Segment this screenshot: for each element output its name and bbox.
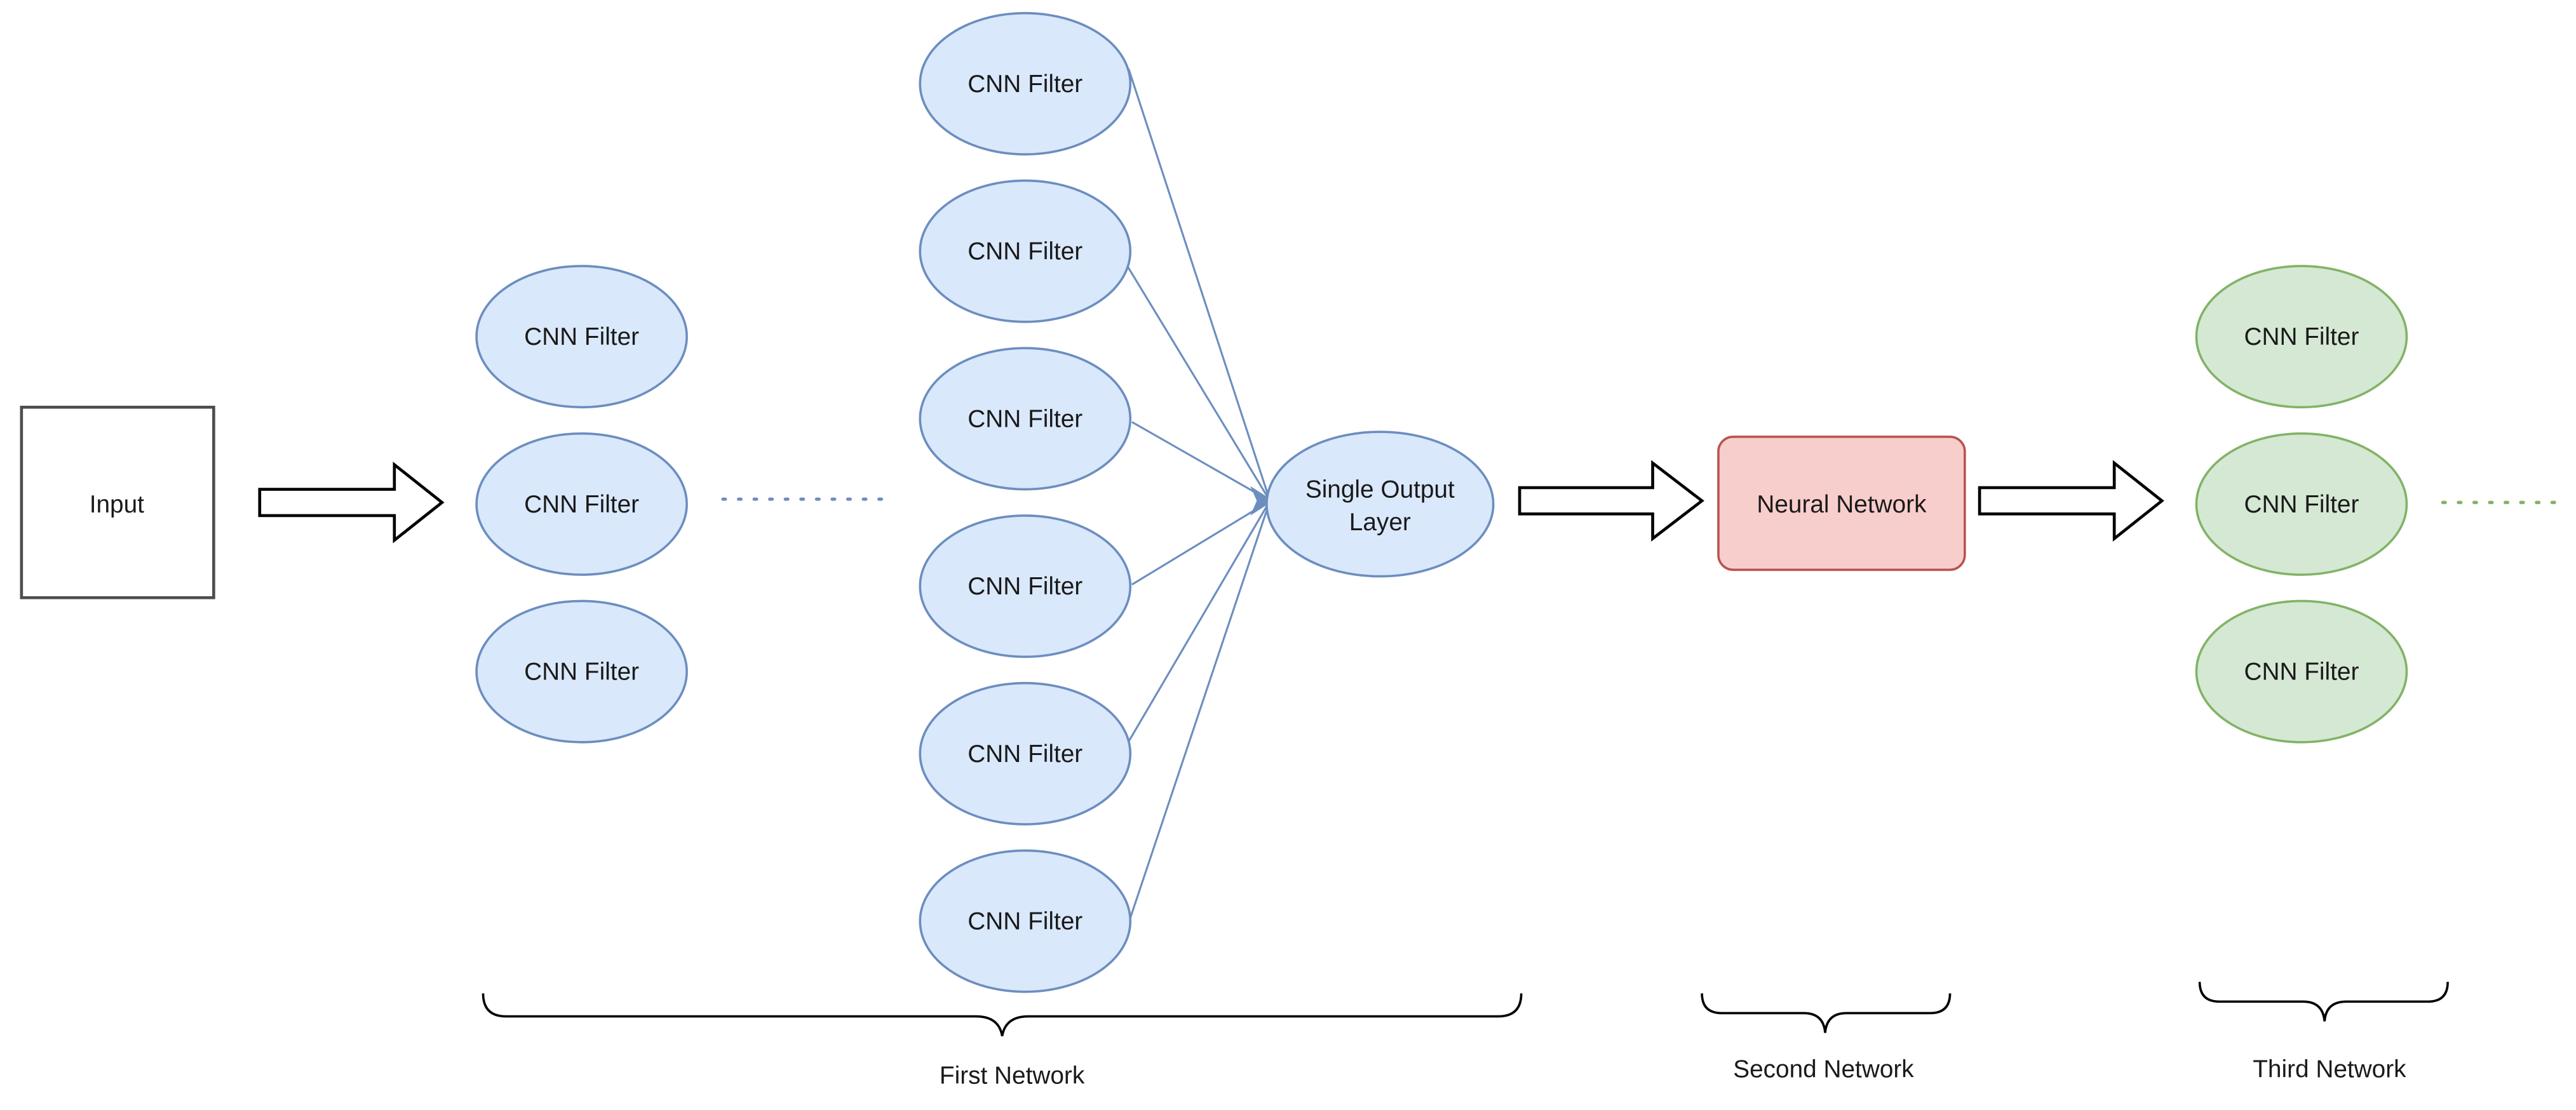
first-network-label: First Network <box>940 1062 1085 1090</box>
output-layer-label-line2: Layer <box>1349 509 1411 536</box>
connector-line <box>1124 262 1271 502</box>
cnn-filter-label: CNN Filter <box>524 659 639 686</box>
neural-network-node: Neural Network <box>1717 436 1966 572</box>
cnn-filter-node <box>2195 599 2408 744</box>
connector-lines <box>1124 69 1271 923</box>
cnn-filter-label: CNN Filter <box>968 740 1082 768</box>
cnn-filter-node <box>2195 265 2408 409</box>
input-label: Input <box>90 491 144 518</box>
single-output-layer-node: Single Output Layer <box>1265 431 1495 578</box>
neural-network-label: Neural Network <box>1757 491 1927 518</box>
cnn-filter-node <box>475 432 688 576</box>
cnn-filter-node <box>475 599 688 744</box>
third-network-label: Third Network <box>2253 1055 2406 1083</box>
first-network-column-b: CNN Filter CNN Filter CNN Filter CNN Fil… <box>919 11 1132 993</box>
second-network-label: Second Network <box>1733 1055 1914 1083</box>
cnn-filter-node <box>475 265 688 409</box>
second-network-brace <box>1701 993 1952 1033</box>
output-layer-ellipse <box>1265 431 1495 578</box>
third-network-column: CNN Filter CNN Filter CNN Filter <box>2195 265 2408 744</box>
connector-line <box>1131 421 1271 502</box>
first-network-column-a: CNN Filter CNN Filter CNN Filter <box>475 265 688 744</box>
cnn-filter-label: CNN Filter <box>968 573 1082 600</box>
first-network-brace <box>482 993 1523 1037</box>
cnn-filter-label: CNN Filter <box>968 908 1082 935</box>
connector-line <box>1131 500 1271 585</box>
third-network-brace <box>2198 982 2449 1022</box>
cnn-filter-node <box>919 347 1132 491</box>
output-layer-label-line1: Single Output <box>1305 476 1455 503</box>
cnn-filter-node <box>919 681 1132 826</box>
cnn-filter-node <box>919 179 1132 323</box>
cnn-filter-label: CNN Filter <box>2244 659 2359 686</box>
block-arrow-2 <box>1518 460 1704 542</box>
cnn-filter-label: CNN Filter <box>2244 323 2359 351</box>
connector-line <box>1128 500 1271 923</box>
cnn-filter-node <box>919 11 1132 156</box>
cnn-filter-node <box>919 514 1132 659</box>
cnn-filter-label: CNN Filter <box>968 405 1082 432</box>
connector-line <box>1128 69 1271 502</box>
connector-line <box>1124 500 1271 748</box>
cnn-filter-label: CNN Filter <box>524 323 639 351</box>
block-arrow-3 <box>1978 460 2164 542</box>
cnn-filter-node <box>2195 432 2408 576</box>
cnn-filter-label: CNN Filter <box>524 491 639 518</box>
cnn-filter-label: CNN Filter <box>968 238 1082 265</box>
cnn-filter-label: CNN Filter <box>968 70 1082 98</box>
cnn-filter-label: CNN Filter <box>2244 491 2359 518</box>
arrowhead-icon <box>1250 486 1274 516</box>
cnn-filter-node <box>919 849 1132 993</box>
block-arrow-1 <box>258 461 445 544</box>
input-node: Input <box>20 405 215 599</box>
neural-network-box <box>1717 436 1966 572</box>
input-box <box>20 405 215 599</box>
